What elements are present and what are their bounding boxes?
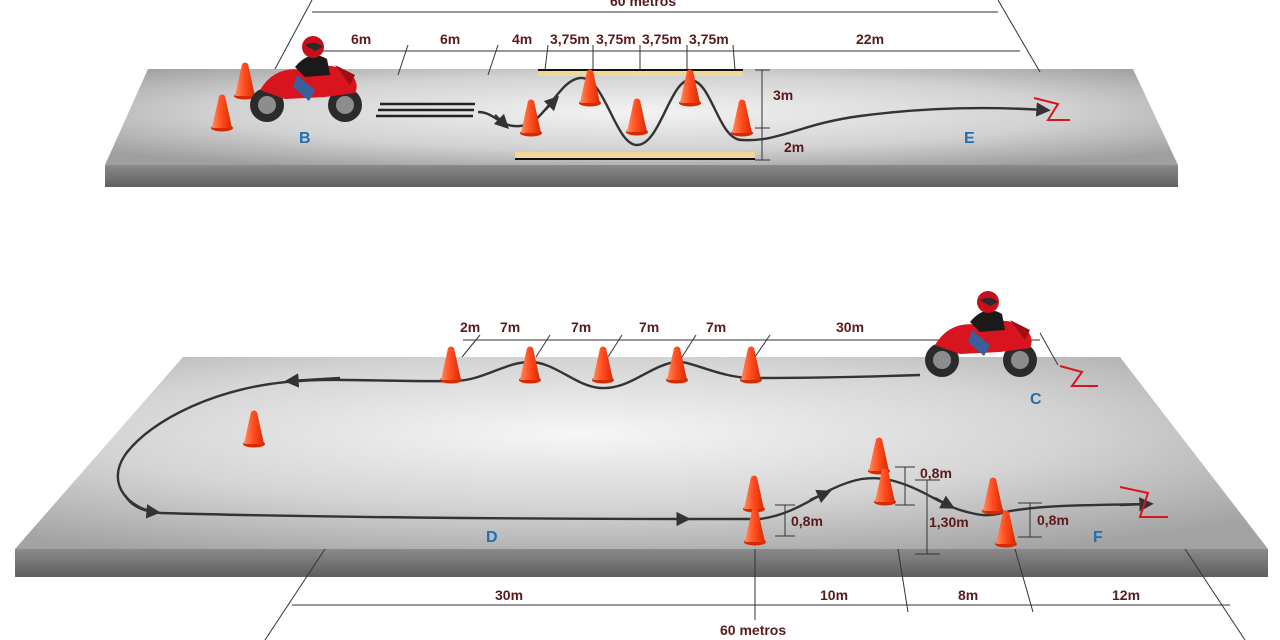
top-course: 6m 6m 4m 3,75m 3,75m 3,75m 3,75m 22m 3m …	[105, 0, 1178, 187]
side-dim-label: 2m	[784, 139, 804, 155]
segment-label: 6m	[351, 31, 371, 47]
bottom-track-side	[15, 549, 1268, 577]
top-track-side	[105, 165, 1178, 187]
point-label-f: F	[1093, 529, 1103, 546]
top-lane-band-upper	[538, 70, 743, 76]
bottom-finish-marker	[1119, 486, 1168, 518]
point-label-e: E	[964, 130, 975, 147]
segment-label: 30m	[495, 587, 523, 603]
segment-label: 6m	[440, 31, 460, 47]
segment-label: 10m	[820, 587, 848, 603]
segment-label: 7m	[706, 319, 726, 335]
segment-label: 7m	[500, 319, 520, 335]
point-label-d: D	[486, 529, 498, 546]
segment-label: 2m	[460, 319, 480, 335]
segment-label: 22m	[856, 31, 884, 47]
segment-label: 7m	[639, 319, 659, 335]
bottom-start-marker	[1059, 365, 1098, 387]
segment-label: 7m	[571, 319, 591, 335]
top-total-length-label: 60 metros	[610, 0, 676, 9]
segment-label: 12m	[1112, 587, 1140, 603]
segment-label: 3,75m	[550, 31, 590, 47]
vertical-dim-label: 0,8m	[920, 465, 952, 481]
bottom-course: 2m 7m 7m 7m 7m 30m 0,8m 0,8m 1,30m 0,8m …	[15, 291, 1268, 640]
total-length-label: 60 metros	[720, 622, 786, 638]
segment-label: 3,75m	[642, 31, 682, 47]
side-dim-label: 3m	[773, 87, 793, 103]
vertical-dim-label: 0,8m	[1037, 512, 1069, 528]
segment-label: 4m	[512, 31, 532, 47]
point-label-c: C	[1030, 391, 1042, 408]
top-lane-band-lower	[515, 152, 755, 159]
segment-label: 30m	[836, 319, 864, 335]
segment-label: 8m	[958, 587, 978, 603]
segment-label: 3,75m	[689, 31, 729, 47]
segment-label: 3,75m	[596, 31, 636, 47]
vertical-dim-label: 0,8m	[791, 513, 823, 529]
top-finish-marker	[1033, 97, 1070, 121]
point-label-b: B	[299, 130, 311, 147]
vertical-dim-label: 1,30m	[929, 514, 969, 530]
